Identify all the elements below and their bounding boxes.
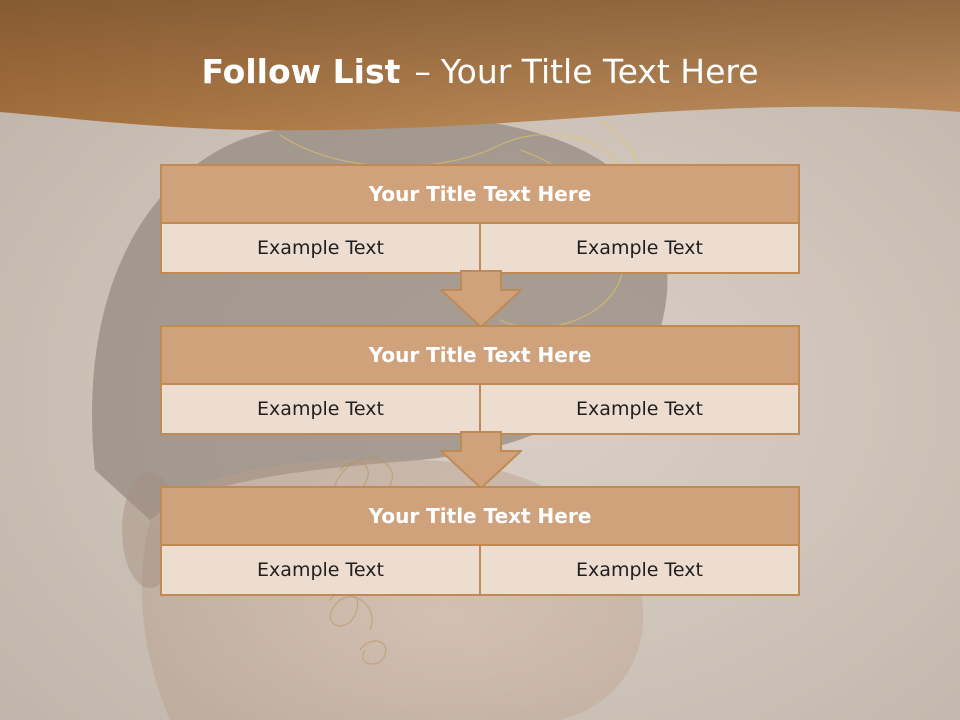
list-box-title: Your Title Text Here bbox=[162, 488, 798, 546]
down-arrow-icon bbox=[440, 270, 522, 328]
list-box-1: Your Title Text Here Example Text Exampl… bbox=[160, 164, 800, 274]
slide-title-separator: – bbox=[414, 52, 431, 91]
down-arrow-icon bbox=[440, 431, 522, 489]
list-box-cell-left: Example Text bbox=[162, 224, 479, 272]
slide-title-bold: Follow List bbox=[201, 52, 401, 91]
list-box-row: Example Text Example Text bbox=[162, 546, 798, 594]
list-box-cell-right: Example Text bbox=[479, 224, 798, 272]
list-box-cell-left: Example Text bbox=[162, 385, 479, 433]
list-box-cell-right: Example Text bbox=[479, 546, 798, 594]
list-box-3: Your Title Text Here Example Text Exampl… bbox=[160, 486, 800, 596]
list-box-2: Your Title Text Here Example Text Exampl… bbox=[160, 325, 800, 435]
slide-title: Follow List–Your Title Text Here bbox=[0, 52, 960, 91]
slide-title-rest: Your Title Text Here bbox=[440, 52, 759, 91]
list-box-cell-right: Example Text bbox=[479, 385, 798, 433]
list-box-cell-left: Example Text bbox=[162, 546, 479, 594]
list-box-title: Your Title Text Here bbox=[162, 166, 798, 224]
header-band bbox=[0, 0, 960, 131]
list-box-row: Example Text Example Text bbox=[162, 224, 798, 272]
list-box-row: Example Text Example Text bbox=[162, 385, 798, 433]
list-box-title: Your Title Text Here bbox=[162, 327, 798, 385]
